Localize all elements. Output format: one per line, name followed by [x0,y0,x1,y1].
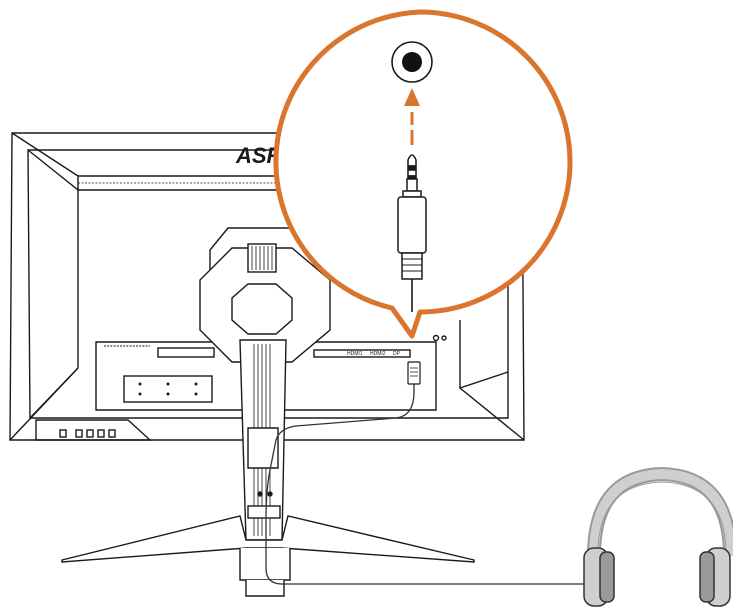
magnifier-callout [273,9,573,339]
port-label-dp: DP [393,351,401,357]
headphone-cable [265,384,584,585]
audio-jack-port [391,41,433,83]
audio-plug-icon [397,154,427,312]
arrow-up-icon [404,88,420,145]
plugged-in-connector [407,361,421,385]
port-label-hdmi2: HDMI2 [370,351,386,357]
headphones-icon [583,466,733,607]
monitor-stand [61,227,475,597]
port-label-hdmi1: HDMI1 [347,351,363,357]
